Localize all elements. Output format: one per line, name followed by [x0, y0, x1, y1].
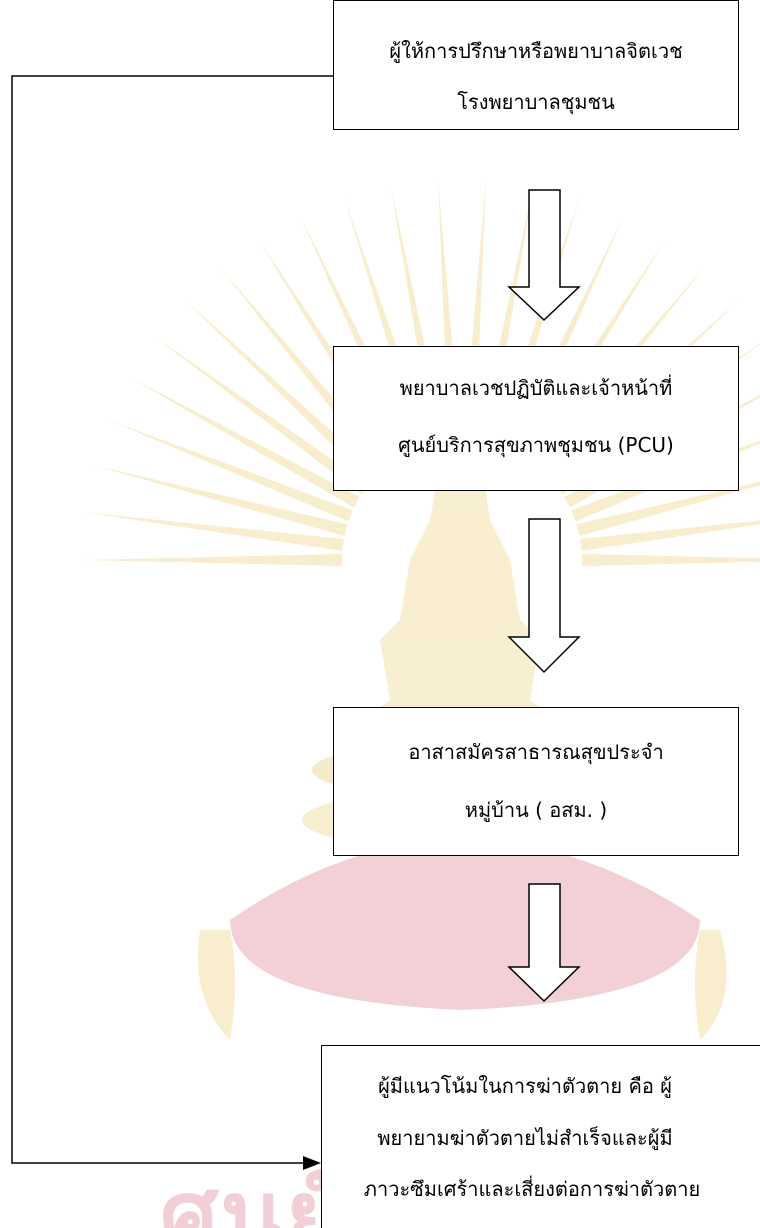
feedback-arrowhead [303, 1156, 321, 1170]
box-village-volunteer: อาสาสมัครสาธารณสุขประจำ หมู่บ้าน ( อสม. … [333, 707, 739, 856]
box-line: ศูนย์บริการสุขภาพชุมชน (PCU) [398, 433, 674, 457]
emblem-ray [84, 512, 344, 551]
down-arrow-1 [507, 189, 581, 322]
box-line: โรงพยาบาลชุมชน [457, 90, 615, 114]
box-line: ผู้ให้การปรึกษาหรือพยาบาลจิตเวช [389, 39, 683, 63]
box-line: ผู้มีแนวโน้มในการฆ่าตัวตาย คือ ผู้ [378, 1074, 672, 1098]
emblem-ray [154, 336, 369, 495]
box-line: พยาบาลเวชปฏิบัติและเจ้าหน้าที่ [399, 376, 673, 400]
box-line: อาสาสมัครสาธารณสุขประจำ [408, 740, 664, 764]
down-arrow-3 [507, 883, 581, 1003]
box-line: พยายามฆ่าตัวตายไม่สำเร็จและผู้มี [377, 1126, 673, 1150]
down-arrow-2 [507, 518, 581, 674]
emblem-ray [580, 520, 760, 551]
box-line: หมู่บ้าน ( อสม. ) [464, 798, 608, 822]
box-line: ภาวะซึมเศร้าและเสี่ยงต่อการฆ่าตัวตาย [363, 1177, 701, 1201]
box-psychiatric-nurse: ผู้ให้การปรึกษาหรือพยาบาลจิตเวช โรงพยาบา… [333, 0, 739, 130]
emblem-ray [184, 299, 379, 483]
feedback-loop-connector [11, 75, 333, 1164]
emblem-ray [93, 465, 348, 537]
emblem-ray [82, 554, 343, 566]
emblem-ray [576, 481, 760, 537]
emblem-ray [129, 376, 360, 508]
emblem-ray [581, 554, 760, 566]
box-pcu-staff: พยาบาลเวชปฏิบัติและเจ้าหน้าที่ ศูนย์บริก… [333, 346, 739, 491]
emblem-ray [108, 420, 353, 522]
box-at-risk-persons: ผู้มีแนวโน้มในการฆ่าตัวตาย คือ ผู้ พยายา… [321, 1045, 760, 1228]
